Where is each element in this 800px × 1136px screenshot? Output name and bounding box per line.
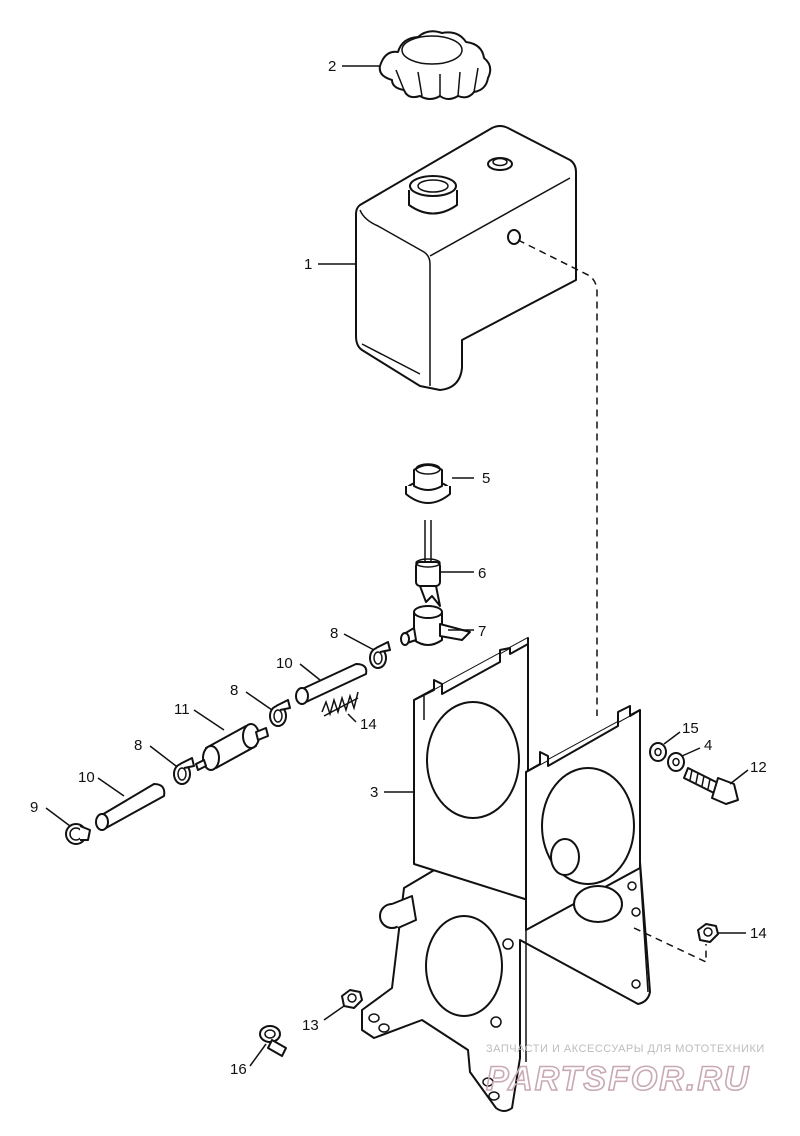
callout-3: 3 [370, 784, 378, 801]
callout-12: 12 [750, 759, 767, 776]
leader-8c [149, 745, 177, 767]
leader-10b [97, 777, 125, 797]
callout-10-upper: 10 [276, 655, 293, 672]
lock-washer [667, 752, 685, 772]
leader-8a [343, 633, 375, 651]
watermark-brand: PARTSFOR.RU [486, 1060, 750, 1098]
callout-14-right: 14 [750, 925, 767, 942]
callout-1: 1 [304, 256, 312, 273]
bolt [683, 767, 739, 805]
leader-11 [193, 709, 225, 731]
clamp [65, 823, 91, 845]
callout-8-lower: 8 [134, 737, 142, 754]
leader-9 [45, 807, 71, 827]
leader-14a [323, 1005, 345, 1021]
assembly-line-nut [633, 927, 707, 964]
fuel-hose-lower [95, 783, 166, 831]
callout-10-lower: 10 [78, 769, 95, 786]
callout-4: 4 [704, 737, 712, 754]
hose-clamp-upper [369, 641, 391, 669]
callout-8-upper: 8 [330, 625, 338, 642]
fuel-hose-upper [295, 663, 368, 705]
leader-13 [347, 713, 357, 723]
callout-16: 16 [230, 1061, 247, 1078]
hose-clamp-lower [173, 757, 195, 785]
hose-clamp-middle [269, 699, 291, 727]
callout-6: 6 [478, 565, 486, 582]
cable-clip [259, 1025, 287, 1057]
fuel-pickup [415, 520, 441, 607]
callout-15: 15 [682, 720, 699, 737]
callout-2: 2 [328, 58, 336, 75]
callout-8-middle: 8 [230, 682, 238, 699]
fuel-tank [355, 125, 577, 391]
leader-10a [299, 663, 321, 681]
leader-15 [663, 731, 681, 745]
mounting-bracket [361, 637, 651, 1112]
leader-4 [681, 747, 701, 757]
leader-16 [249, 1043, 267, 1067]
fuel-valve [400, 605, 471, 646]
spring [321, 691, 359, 717]
callout-11: 11 [174, 701, 190, 718]
leader-8b [245, 691, 273, 711]
leader-12 [729, 769, 749, 785]
fuel-cap [378, 30, 492, 100]
watermark-tagline: ЗАПЧАСТИ И АКСЕССУАРЫ ДЛЯ МОТОТЕХНИКИ [486, 1043, 765, 1055]
callout-9: 9 [30, 799, 38, 816]
callout-13: 14 [360, 716, 377, 733]
fuel-filter [195, 723, 269, 771]
callout-14-left: 13 [302, 1017, 319, 1034]
callout-7: 7 [478, 623, 486, 640]
callout-5: 5 [482, 470, 490, 487]
grommet [405, 463, 451, 504]
flat-washer [649, 742, 667, 762]
nut-right [697, 923, 719, 943]
assembly-line-tank [517, 239, 598, 716]
nut-left [341, 989, 363, 1009]
